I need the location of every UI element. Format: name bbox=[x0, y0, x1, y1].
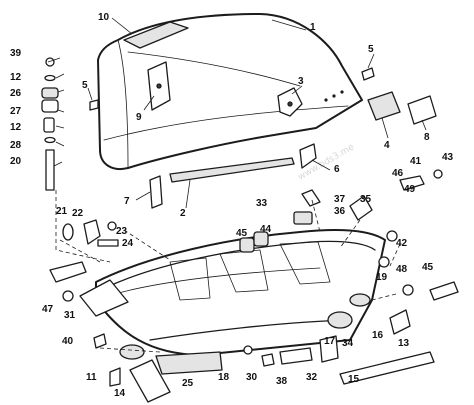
cover-seal-strip bbox=[169, 157, 295, 183]
callout-label: 5 bbox=[368, 44, 374, 55]
fastener bbox=[109, 367, 121, 387]
lever bbox=[399, 175, 425, 191]
lever bbox=[49, 261, 87, 283]
nut bbox=[378, 256, 390, 268]
callout-label: 5 bbox=[82, 80, 88, 91]
clip bbox=[349, 195, 373, 221]
pad-insert bbox=[407, 95, 437, 125]
callout-label: 31 bbox=[64, 310, 76, 321]
knob bbox=[402, 284, 414, 296]
callout-label: 16 bbox=[372, 330, 384, 341]
callout-label: 13 bbox=[398, 338, 410, 349]
callout-label: 26 bbox=[10, 88, 22, 99]
callout-label: 27 bbox=[10, 106, 22, 117]
callout-label: 21 bbox=[56, 206, 68, 217]
callout-label: 18 bbox=[218, 372, 230, 383]
callout-label: 11 bbox=[86, 372, 97, 383]
top-vent-plate bbox=[123, 21, 189, 49]
knob bbox=[433, 169, 443, 179]
callout-label: 38 bbox=[276, 376, 288, 387]
grommet bbox=[349, 293, 371, 307]
left-hardware-stack bbox=[41, 57, 59, 191]
callout-label: 47 bbox=[42, 304, 54, 315]
callout-label: 35 bbox=[360, 194, 372, 205]
callout-label: 36 bbox=[334, 206, 346, 217]
callout-label: 10 bbox=[98, 12, 110, 23]
knob bbox=[62, 290, 74, 302]
callout-label: 9 bbox=[136, 112, 142, 123]
callout-label: 48 bbox=[396, 264, 408, 275]
nut bbox=[107, 221, 117, 231]
callout-label: 23 bbox=[116, 226, 128, 237]
callout-label: 33 bbox=[256, 198, 268, 209]
callouts: 1 10 5 5 3 9 4 8 6 7 2 39 12 26 27 12 28… bbox=[10, 12, 454, 399]
callout-label: 45 bbox=[236, 228, 248, 239]
bushing bbox=[253, 231, 269, 247]
callout-label: 7 bbox=[124, 196, 130, 207]
callout-label: 15 bbox=[348, 374, 360, 385]
bushing bbox=[293, 211, 313, 225]
grommet bbox=[327, 311, 353, 329]
callout-label: 17 bbox=[324, 336, 336, 347]
grommet bbox=[119, 344, 145, 360]
screw bbox=[97, 239, 119, 247]
screw bbox=[93, 333, 107, 349]
callout-label: 42 bbox=[396, 238, 408, 249]
callout-label: 46 bbox=[392, 168, 404, 179]
callout-label: 30 bbox=[246, 372, 258, 383]
callout-label: 6 bbox=[334, 164, 340, 175]
washer bbox=[62, 223, 74, 241]
bracket bbox=[299, 143, 317, 169]
callout-label: 49 bbox=[404, 184, 416, 195]
crank bbox=[429, 281, 459, 301]
screw bbox=[261, 353, 275, 367]
callout-label: 3 bbox=[298, 76, 304, 87]
screw bbox=[301, 189, 321, 207]
callout-label: 34 bbox=[342, 338, 354, 349]
bushing bbox=[239, 237, 255, 253]
callout-label: 25 bbox=[182, 378, 194, 389]
bracket bbox=[279, 347, 313, 365]
washer bbox=[386, 230, 398, 242]
callout-label: 2 bbox=[180, 208, 186, 219]
callout-label: 32 bbox=[306, 372, 318, 383]
callout-label: 8 bbox=[424, 132, 430, 143]
screw bbox=[361, 67, 375, 81]
strip bbox=[129, 359, 171, 403]
callout-label: 12 bbox=[10, 72, 22, 83]
clip bbox=[389, 309, 411, 335]
washer bbox=[243, 345, 253, 355]
callout-label: 22 bbox=[72, 208, 84, 219]
screw bbox=[89, 99, 99, 111]
callout-label: 24 bbox=[122, 238, 134, 249]
clip bbox=[149, 175, 163, 209]
bracket bbox=[319, 335, 339, 363]
callout-label: 4 bbox=[384, 140, 390, 151]
callout-label: 44 bbox=[260, 224, 272, 235]
callout-label: 40 bbox=[62, 336, 74, 347]
callout-label: 45 bbox=[422, 262, 434, 273]
callout-label: 28 bbox=[10, 140, 22, 151]
callout-label: 1 bbox=[310, 22, 316, 33]
callout-label: 41 bbox=[410, 156, 422, 167]
lower-motor-pan bbox=[79, 229, 386, 375]
callout-label: 20 bbox=[10, 156, 22, 167]
callout-label: 12 bbox=[10, 122, 22, 133]
latch-screw bbox=[156, 83, 162, 89]
callout-label: 14 bbox=[114, 388, 126, 399]
latch-lever-pivot bbox=[287, 101, 293, 107]
callout-label: 19 bbox=[376, 272, 388, 283]
clip-bracket bbox=[83, 219, 101, 245]
motor-cover bbox=[97, 13, 363, 183]
callout-label: 37 bbox=[334, 194, 346, 205]
callout-label: 39 bbox=[10, 48, 22, 59]
rod bbox=[339, 351, 435, 385]
rubber-pad bbox=[367, 91, 401, 121]
callout-label: 43 bbox=[442, 152, 454, 163]
